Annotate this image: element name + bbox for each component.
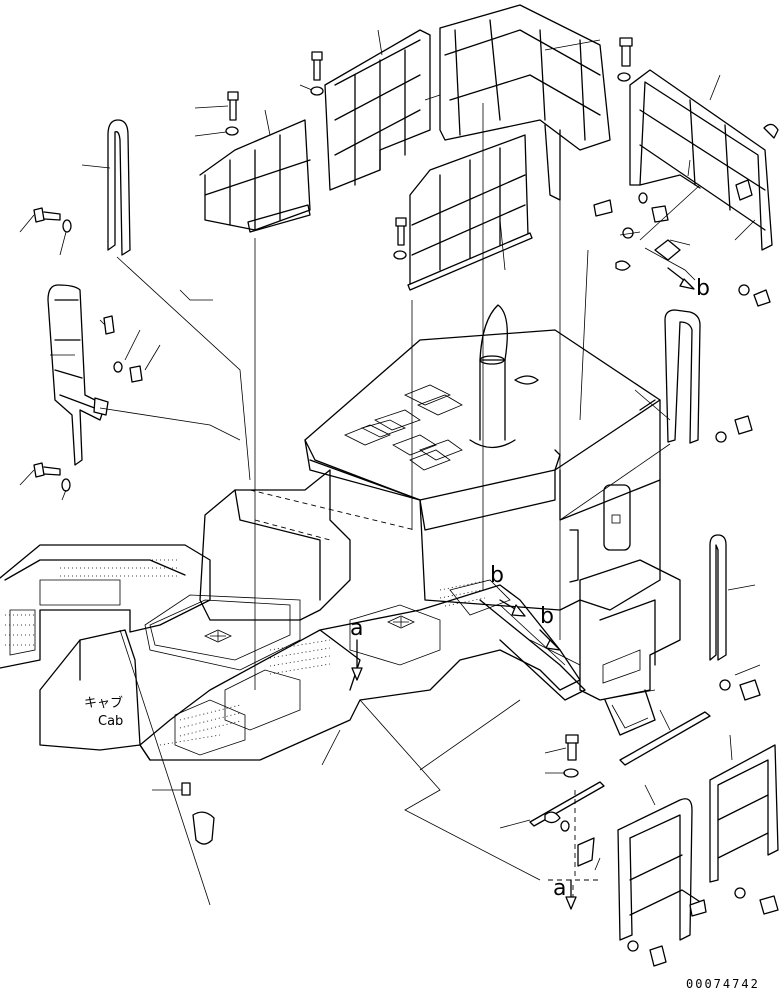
- perforation-patterns: [5, 559, 486, 746]
- reference-label-a-top: a: [350, 616, 364, 641]
- reference-label-a-bottom: a: [553, 876, 567, 901]
- reference-arrows: [351, 267, 695, 910]
- handrails: [47, 4, 779, 941]
- reference-label-b-right: b: [696, 276, 710, 301]
- machine-body: [0, 304, 681, 761]
- drawing-number: 00074742: [686, 977, 760, 991]
- reference-label-b-lower: b: [540, 604, 554, 629]
- bolts-and-washers: [33, 37, 779, 967]
- reference-label-b-top: b: [490, 563, 504, 588]
- cab-label-english: Cab: [98, 714, 124, 729]
- cab-label-japanese: キャブ: [84, 696, 124, 711]
- leader-lines: [19, 29, 761, 906]
